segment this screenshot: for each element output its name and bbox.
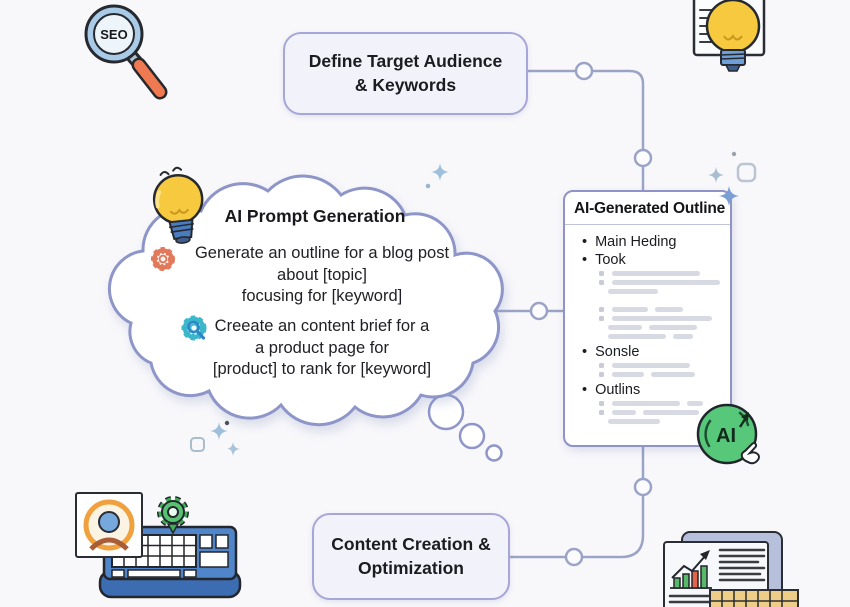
step-box-define-audience: Define Target Audience & Keywords [283,32,528,115]
seo-label: SEO [100,27,127,42]
prompt-line: Generate an outline for a blog post [194,244,450,262]
skeleton-row [599,279,720,286]
skeleton-row [599,315,720,322]
outline-item-label: Took [595,252,626,268]
outline-item-label: Main Heding [595,234,677,250]
skeleton-row [599,306,720,313]
outline-item: • Main Heding [582,234,720,250]
step-box-content-creation: Content Creation & Optimization [312,513,510,600]
analytics-report-icon [663,531,799,607]
sparkle-decorations [190,151,757,456]
prompt-line: [product] to rank for [keyword] [212,360,432,378]
outline-body: • Main Heding • Took • Sonsle • [565,225,730,425]
skeleton-row [599,362,720,369]
ai-stamp-label: AI [716,425,736,447]
keyboard-user-gear-icon [75,492,242,599]
outline-item-label: Sonsle [595,344,640,360]
skeleton-row [608,288,720,295]
connector-node-dots [529,61,653,567]
outline-item: • Outlins [582,382,720,398]
outline-item: • Took [582,252,720,268]
step-label: Define Target Audience & Keywords [308,51,503,95]
step-label: Content Creation & Optimization [331,534,491,578]
data-table [709,589,799,607]
bullet: • [582,252,588,268]
prompt-line: about [topic] [277,265,367,284]
gear-green-icon [157,496,189,535]
skeleton-row [608,333,720,340]
gear-icon [151,247,175,271]
bullet: • [582,234,588,250]
outline-item-label: Outlins [595,382,641,398]
outline-item: • Sonsle [582,344,720,360]
flow-connectors [494,69,645,559]
sparkle-icon [719,186,739,206]
cloud-title: AI Prompt Generation [224,206,406,226]
bar-chart [670,550,712,589]
skeleton-row [599,270,720,277]
prompt-line: Creeate an content brief for a [214,317,430,335]
outline-divider [565,224,730,225]
outline-panel-title: AI-Generated Outline [574,200,726,217]
bullet: • [582,382,588,398]
skeleton-row [599,400,720,407]
gear-search-icon [181,315,207,341]
outline-panel: AI-Generated Outline • Main Heding • Too… [563,190,732,447]
skeleton-row [599,409,720,416]
prompt-line: a product page for [255,338,389,357]
skeleton-row [608,418,720,425]
hand-cursor-icon [740,442,760,465]
seo-magnifier-icon: SEO [84,4,168,100]
prompt-cloud-shape [107,174,504,427]
ai-stamp-icon: AI [696,403,760,465]
lightbulb-document-icon [692,0,766,72]
prompt-line: focusing for [keyword] [241,287,403,305]
skeleton-row [599,371,720,378]
lightbulb-icon [152,166,204,244]
thought-bubbles [427,393,503,462]
prompt-item-2: Creeate an content brief for a a product… [172,316,472,381]
skeleton-row [608,324,720,331]
prompt-item-1: Generate an outline for a blog post abou… [172,243,472,308]
bullet: • [582,344,588,360]
